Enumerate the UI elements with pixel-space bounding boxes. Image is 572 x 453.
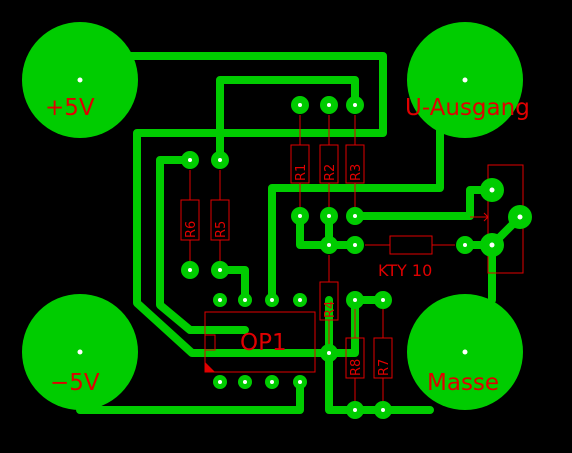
drill-plus5v (77, 77, 83, 83)
label-r5: R5 (214, 221, 229, 238)
outline-op1 (204, 311, 316, 373)
outline-op1-notch (205, 334, 216, 351)
label-r8: R8 (349, 359, 364, 376)
drill-minus5v (77, 349, 83, 355)
label-r7: R7 (377, 359, 392, 376)
drill-masse (462, 349, 468, 355)
trace-r1-loop (216, 76, 359, 164)
trace-minus5v (76, 378, 304, 414)
outline-kty (389, 235, 433, 255)
drill-u-ausgang (462, 77, 468, 83)
silkscreen (180, 115, 524, 402)
component-drills (188, 103, 523, 412)
label-u-ausgang: U-Ausgang (405, 95, 530, 121)
power-pad-drills (77, 77, 468, 355)
label-op1: OP1 (240, 330, 287, 356)
label-r6: R6 (184, 221, 199, 238)
trace-plus5v-bus (106, 52, 387, 357)
label-masse: Masse (427, 370, 499, 396)
trace-r3-bar (351, 186, 494, 220)
label-r2: R2 (323, 164, 338, 181)
label-r1: R1 (294, 164, 309, 181)
trace-u-ausgang (268, 76, 444, 304)
label-r4: R4 (323, 301, 338, 318)
op1-pin1-marker (205, 362, 215, 372)
label-r3: R3 (349, 164, 364, 181)
trace-inner-left (156, 156, 249, 334)
label-plus5v: +5V (45, 95, 95, 121)
label-kty: KTY 10 (378, 261, 432, 280)
trimmer-wiper-arrow (478, 212, 489, 222)
label-minus5v: −5V (50, 370, 100, 396)
